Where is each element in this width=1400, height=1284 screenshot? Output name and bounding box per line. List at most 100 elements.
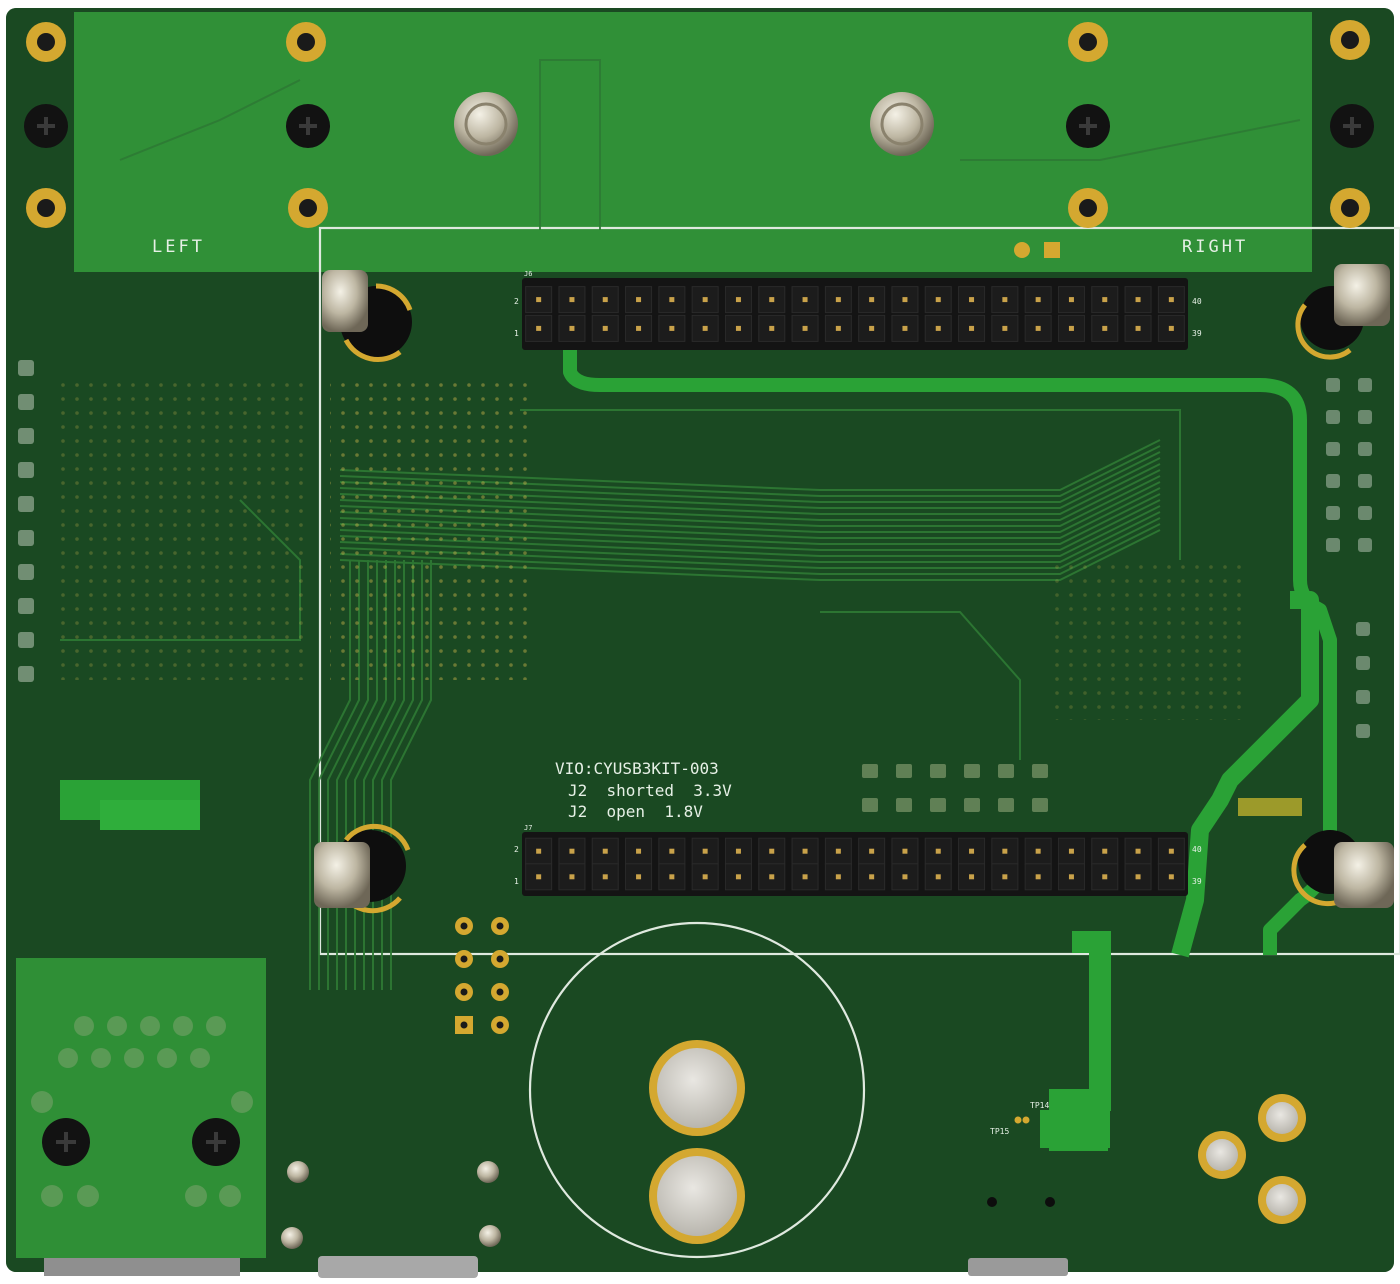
edge-pad bbox=[1356, 690, 1370, 704]
copper-pad-left-2 bbox=[100, 800, 200, 830]
silk-tp14: TP14 bbox=[1030, 1101, 1049, 1110]
trace-line bbox=[520, 409, 1181, 560]
connector-pad bbox=[107, 1016, 127, 1036]
j6-pin bbox=[1102, 325, 1108, 331]
edge-pad bbox=[1326, 378, 1340, 392]
j6-pin bbox=[802, 325, 808, 331]
silk-left: LEFT bbox=[152, 237, 205, 257]
j7-pin bbox=[969, 848, 975, 854]
silk-j7-pin2: 2 bbox=[514, 845, 519, 854]
edge-pad bbox=[18, 496, 34, 512]
connector-pad bbox=[231, 1091, 253, 1113]
edge-pad bbox=[1356, 724, 1370, 738]
smd-component bbox=[862, 798, 878, 812]
right-edge-pads bbox=[1326, 378, 1372, 738]
j7-pin bbox=[869, 848, 875, 854]
edge-pad bbox=[1358, 474, 1372, 488]
j7-pin bbox=[1102, 874, 1108, 880]
j7-pin bbox=[802, 848, 808, 854]
j7-pin bbox=[536, 848, 542, 854]
smd-component bbox=[998, 798, 1014, 812]
bottom-left-board bbox=[16, 958, 266, 1258]
j6-pin bbox=[902, 325, 908, 331]
j7-pin bbox=[702, 848, 708, 854]
via-black-1 bbox=[987, 1197, 997, 1207]
j6-pin bbox=[1002, 297, 1008, 303]
trace-line bbox=[820, 611, 1021, 760]
j6-pin bbox=[969, 297, 975, 303]
j6-pin bbox=[1035, 297, 1041, 303]
j6-pin bbox=[602, 325, 608, 331]
j6-pin bbox=[1035, 325, 1041, 331]
j7-pin-housing bbox=[1024, 863, 1052, 891]
jumper-pad-hole bbox=[460, 955, 468, 963]
smd-component bbox=[862, 764, 878, 778]
j7-pin bbox=[835, 848, 841, 854]
smd-component bbox=[964, 798, 980, 812]
edge-pad bbox=[1326, 506, 1340, 520]
trace-line bbox=[339, 451, 1161, 503]
trace-line bbox=[339, 481, 1161, 533]
j7-pin bbox=[769, 848, 775, 854]
power-trace-2 bbox=[1171, 591, 1319, 958]
header-j6 bbox=[522, 278, 1188, 350]
j6-pin bbox=[702, 297, 708, 303]
trace-line bbox=[339, 505, 1161, 557]
j6-pin bbox=[869, 297, 875, 303]
j6-pin-housing bbox=[824, 286, 852, 314]
trace-line bbox=[339, 457, 1161, 509]
via-black-2 bbox=[1045, 1197, 1055, 1207]
silk-right: RIGHT bbox=[1182, 237, 1248, 257]
trace-line bbox=[339, 499, 1161, 551]
trace-line bbox=[119, 79, 301, 161]
edge-pad bbox=[18, 598, 34, 614]
smd-component bbox=[964, 764, 980, 778]
j6-pin bbox=[569, 325, 575, 331]
j7-pin bbox=[935, 874, 941, 880]
connector-pad bbox=[157, 1048, 177, 1068]
copper-pad-bottom-right bbox=[1040, 1110, 1110, 1148]
j6-pin bbox=[636, 325, 642, 331]
jumper-pad-array bbox=[455, 917, 509, 1034]
j6-pin bbox=[636, 297, 642, 303]
silk-j6-pin1: 1 bbox=[514, 329, 519, 338]
via-field-right bbox=[1050, 560, 1250, 720]
small-components bbox=[862, 764, 1048, 812]
j7-pin bbox=[569, 874, 575, 880]
j6-pin bbox=[835, 297, 841, 303]
connector-pad bbox=[124, 1048, 144, 1068]
standoffs bbox=[314, 264, 1394, 914]
j7-pin bbox=[1035, 848, 1041, 854]
j7-pin bbox=[602, 874, 608, 880]
j6-pin bbox=[1168, 297, 1174, 303]
edge-pad bbox=[1326, 442, 1340, 456]
j7-pin bbox=[769, 874, 775, 880]
j6-pin bbox=[536, 325, 542, 331]
j6-pin bbox=[735, 297, 741, 303]
jumper-pad-hole bbox=[496, 955, 504, 963]
j6-pin bbox=[1068, 297, 1074, 303]
trace-line bbox=[339, 439, 1161, 491]
j7-pin bbox=[1002, 848, 1008, 854]
connector-pad bbox=[140, 1016, 160, 1036]
j6-pin bbox=[802, 297, 808, 303]
connector-pad bbox=[173, 1016, 193, 1036]
j6-pin bbox=[602, 297, 608, 303]
j7-pin bbox=[602, 848, 608, 854]
silk-j6: J6 bbox=[524, 270, 532, 278]
j7-pin bbox=[902, 874, 908, 880]
silk-j7-pin40: 40 bbox=[1192, 845, 1202, 854]
edge-pad bbox=[18, 394, 34, 410]
j6-pin bbox=[1102, 297, 1108, 303]
trace-line bbox=[960, 119, 1301, 161]
edge-pad bbox=[1358, 442, 1372, 456]
j6-pin bbox=[769, 297, 775, 303]
j7-pin bbox=[1168, 874, 1174, 880]
j7-pin bbox=[669, 848, 675, 854]
trace-line bbox=[339, 511, 1161, 563]
j7-pin bbox=[935, 848, 941, 854]
j7-pin bbox=[702, 874, 708, 880]
j7-pin bbox=[1102, 848, 1108, 854]
silk-j6-pin40: 40 bbox=[1192, 297, 1202, 306]
